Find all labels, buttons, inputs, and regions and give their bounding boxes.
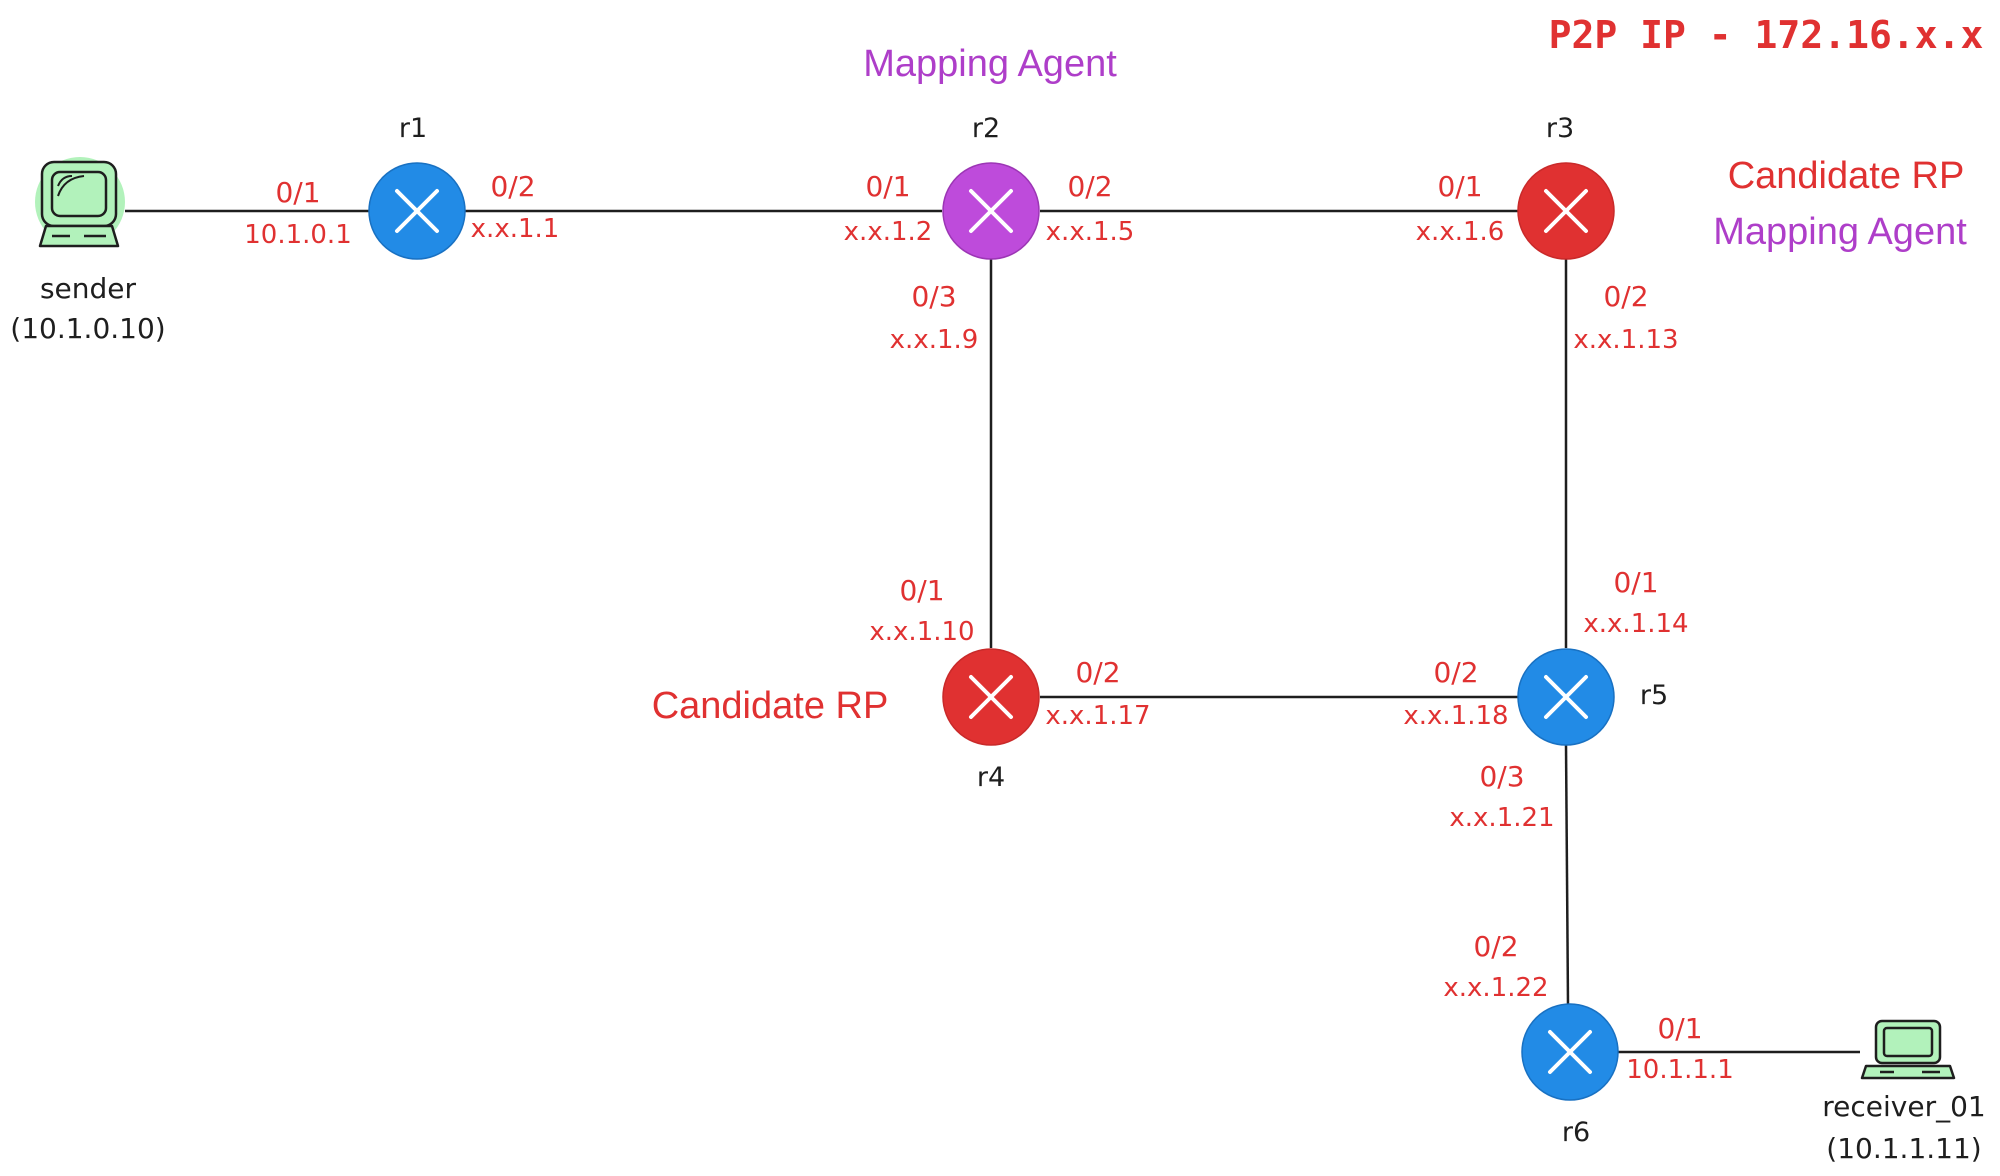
r3-if02-ip: x.x.1.13 xyxy=(1573,325,1678,355)
router-r5-cross-icon xyxy=(1544,675,1588,719)
r3-if01-ip: x.x.1.6 xyxy=(1416,217,1505,247)
r6-if02-port: 0/2 xyxy=(1473,930,1518,963)
r5-if02-ip: x.x.1.18 xyxy=(1403,701,1508,731)
r5-if03-port: 0/3 xyxy=(1479,760,1524,793)
r1-if01-ip: 10.1.0.1 xyxy=(244,220,352,250)
receiver-name: receiver_01 xyxy=(1822,1090,1985,1123)
router-r5[interactable]: r5 xyxy=(1517,648,1668,746)
r2-if01-port: 0/1 xyxy=(865,170,910,203)
computer-icon xyxy=(1860,1019,1956,1080)
router-r3-name: r3 xyxy=(1546,113,1574,144)
r5-if01-port: 0/1 xyxy=(1613,566,1658,599)
router-r2[interactable]: r2 xyxy=(942,113,1040,260)
r5-if02-port: 0/2 xyxy=(1433,656,1478,689)
r4-if02-ip: x.x.1.17 xyxy=(1045,701,1150,731)
receiver-host[interactable]: receiver_01 (10.1.1.11) xyxy=(1822,1019,1986,1165)
router-r1-name: r1 xyxy=(399,113,427,144)
r2-role-label: Mapping Agent xyxy=(863,43,1117,85)
router-r6-cross-icon xyxy=(1548,1030,1592,1074)
r3-if02-port: 0/2 xyxy=(1603,280,1648,313)
r4-if01-port: 0/1 xyxy=(899,574,944,607)
r1-if01-port: 0/1 xyxy=(275,176,320,209)
r6-if02-ip: x.x.1.22 xyxy=(1443,973,1548,1003)
computer-icon xyxy=(38,160,120,248)
r5-if01-ip: x.x.1.14 xyxy=(1583,609,1688,639)
router-r5-name: r5 xyxy=(1640,680,1668,711)
r2-if03-port: 0/3 xyxy=(911,280,956,313)
router-r4-name: r4 xyxy=(977,762,1005,793)
r2-if01-ip: x.x.1.2 xyxy=(844,217,933,247)
r2-if03-ip: x.x.1.9 xyxy=(890,325,979,355)
r5-if03-ip: x.x.1.21 xyxy=(1449,803,1554,833)
sender-host[interactable]: sender (10.1.0.10) xyxy=(10,157,166,345)
router-r2-cross-icon xyxy=(969,189,1013,233)
router-r4-cross-icon xyxy=(969,675,1013,719)
router-r6-name: r6 xyxy=(1562,1117,1590,1148)
link-r5-r6 xyxy=(1564,744,1570,1006)
router-r1[interactable]: r1 xyxy=(368,113,466,260)
p2p-ip-note: P2P IP - 172.16.x.x xyxy=(1549,13,1984,57)
r3-role-label-primary: Candidate RP xyxy=(1728,155,1965,197)
receiver-ip: (10.1.1.11) xyxy=(1826,1132,1981,1165)
r4-if02-port: 0/2 xyxy=(1075,656,1120,689)
r4-if01-ip: x.x.1.10 xyxy=(869,617,974,647)
interface-labels: 0/1 10.1.0.1 0/2 x.x.1.1 0/1 x.x.1.2 0/2… xyxy=(244,170,1734,1085)
r6-if01-port: 0/1 xyxy=(1657,1012,1702,1045)
r3-role-label-secondary: Mapping Agent xyxy=(1713,211,1967,253)
r6-if01-ip: 10.1.1.1 xyxy=(1626,1055,1734,1085)
sender-name: sender xyxy=(40,272,137,305)
router-r6[interactable]: r6 xyxy=(1521,1003,1619,1148)
r3-if01-port: 0/1 xyxy=(1437,170,1482,203)
router-r4[interactable]: r4 xyxy=(942,648,1040,793)
links xyxy=(125,209,1860,1054)
role-annotations: Mapping Agent Candidate RP Mapping Agent… xyxy=(652,43,1968,727)
r4-role-label: Candidate RP xyxy=(652,685,889,727)
router-r2-name: r2 xyxy=(972,113,1000,144)
router-r3-cross-icon xyxy=(1544,189,1588,233)
r1-if02-ip: x.x.1.1 xyxy=(471,214,560,244)
router-r1-cross-icon xyxy=(395,189,439,233)
r1-if02-port: 0/2 xyxy=(490,170,535,203)
r2-if02-ip: x.x.1.5 xyxy=(1046,217,1135,247)
router-r3[interactable]: r3 xyxy=(1517,113,1615,260)
sender-ip: (10.1.0.10) xyxy=(10,312,165,345)
r2-if02-port: 0/2 xyxy=(1067,170,1112,203)
